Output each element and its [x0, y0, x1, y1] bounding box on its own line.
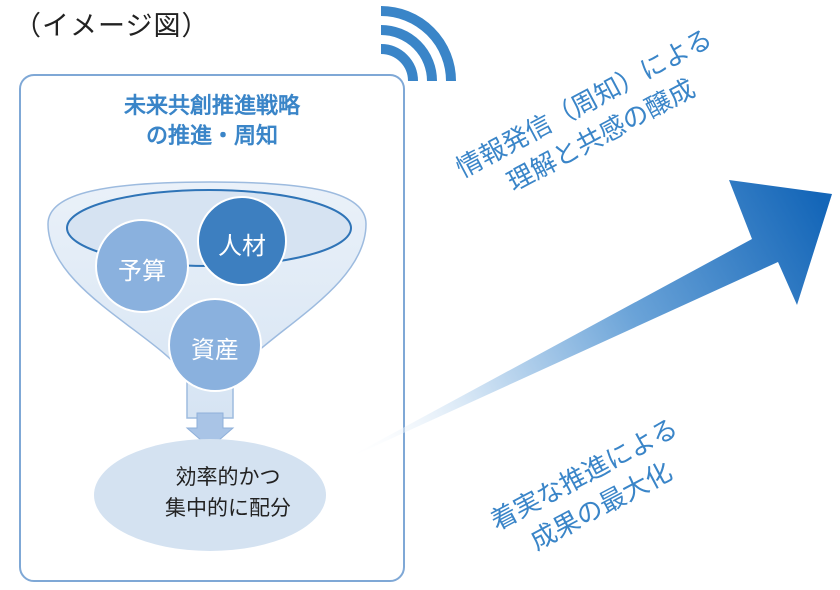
circle-talent-label: 人材 — [218, 232, 266, 260]
result-line2: 集中的に配分 — [165, 496, 291, 520]
growth-arrow-icon — [340, 180, 832, 462]
wifi-signal-icon — [380, 6, 456, 82]
circle-budget — [95, 219, 189, 313]
box-title-line1: 未来共創推進戦略 — [123, 94, 300, 119]
circle-talent — [197, 196, 287, 286]
circle-assets — [168, 298, 262, 392]
result-line1: 効率的かつ — [175, 465, 281, 489]
circle-assets-label: 資産 — [191, 336, 239, 364]
down-arrow-icon — [185, 412, 235, 449]
box-title-line2: の推進・周知 — [145, 124, 278, 149]
box-title: 未来共創推進戦略 の推進・周知 — [20, 92, 404, 152]
circle-budget-label: 予算 — [118, 257, 166, 285]
result-ellipse — [94, 439, 326, 551]
caption: （イメージ図） — [14, 11, 210, 42]
result-text: 効率的かつ 集中的に配分 — [118, 462, 338, 524]
